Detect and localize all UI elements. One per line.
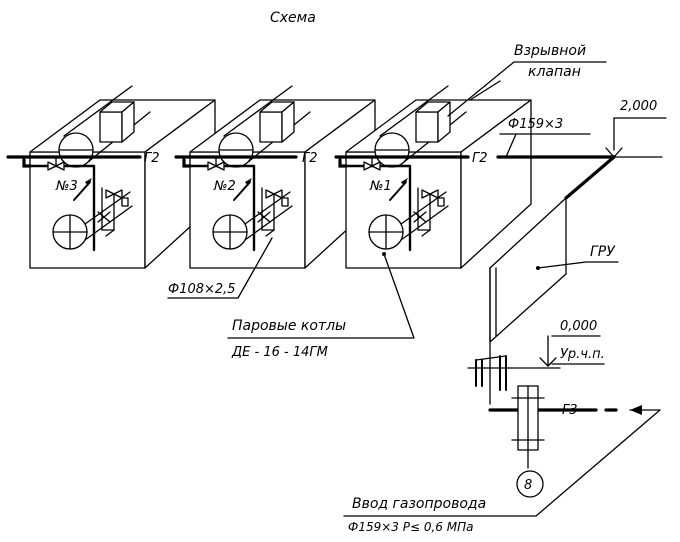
main-pipe-dimension: Ф159×3 bbox=[508, 117, 563, 132]
scheme-title: Схема bbox=[270, 10, 316, 26]
pipe-label-g2-1: Г2 bbox=[144, 151, 160, 166]
pipe-label-g2-2: Г2 bbox=[302, 151, 318, 166]
explosion-valve-label-2: клапан bbox=[528, 64, 581, 80]
pipe-label-g2-3: Г2 bbox=[472, 151, 488, 166]
explosion-valve-leader bbox=[447, 61, 607, 117]
gru-label: ГРУ bbox=[590, 244, 616, 260]
boiler-number-2: №2 bbox=[213, 179, 236, 194]
elevation-mark-top-symbol bbox=[613, 117, 667, 151]
inlet-shutoff-valve bbox=[511, 385, 545, 498]
branch-pipe-dimension: Ф108×2,5 bbox=[168, 282, 236, 297]
elevation-mark-floor: 0,000 bbox=[560, 319, 597, 334]
boiler-number-1: №1 bbox=[369, 179, 392, 194]
pipe-label-g3: Г3 bbox=[562, 403, 578, 418]
boilers-label-2: ДЕ - 16 - 14ГМ bbox=[231, 345, 328, 360]
inlet-label-1: Ввод газопровода bbox=[352, 496, 486, 512]
explosion-valve-label-1: Взрывной bbox=[514, 43, 586, 59]
elevation-mark-top: 2,000 bbox=[620, 99, 657, 114]
riser-pipe bbox=[564, 155, 616, 200]
boiler-number-3: №3 bbox=[55, 179, 78, 194]
boilers-label-1: Паровые котлы bbox=[232, 318, 346, 334]
boiler-3 bbox=[22, 84, 217, 270]
inlet-label-2: Ф159×3 Р≤ 0,6 МПа bbox=[348, 520, 473, 534]
valve-number: 8 bbox=[524, 478, 532, 493]
floor-level-label: Ур.ч.п. bbox=[560, 347, 605, 362]
wall-passage bbox=[475, 355, 507, 391]
